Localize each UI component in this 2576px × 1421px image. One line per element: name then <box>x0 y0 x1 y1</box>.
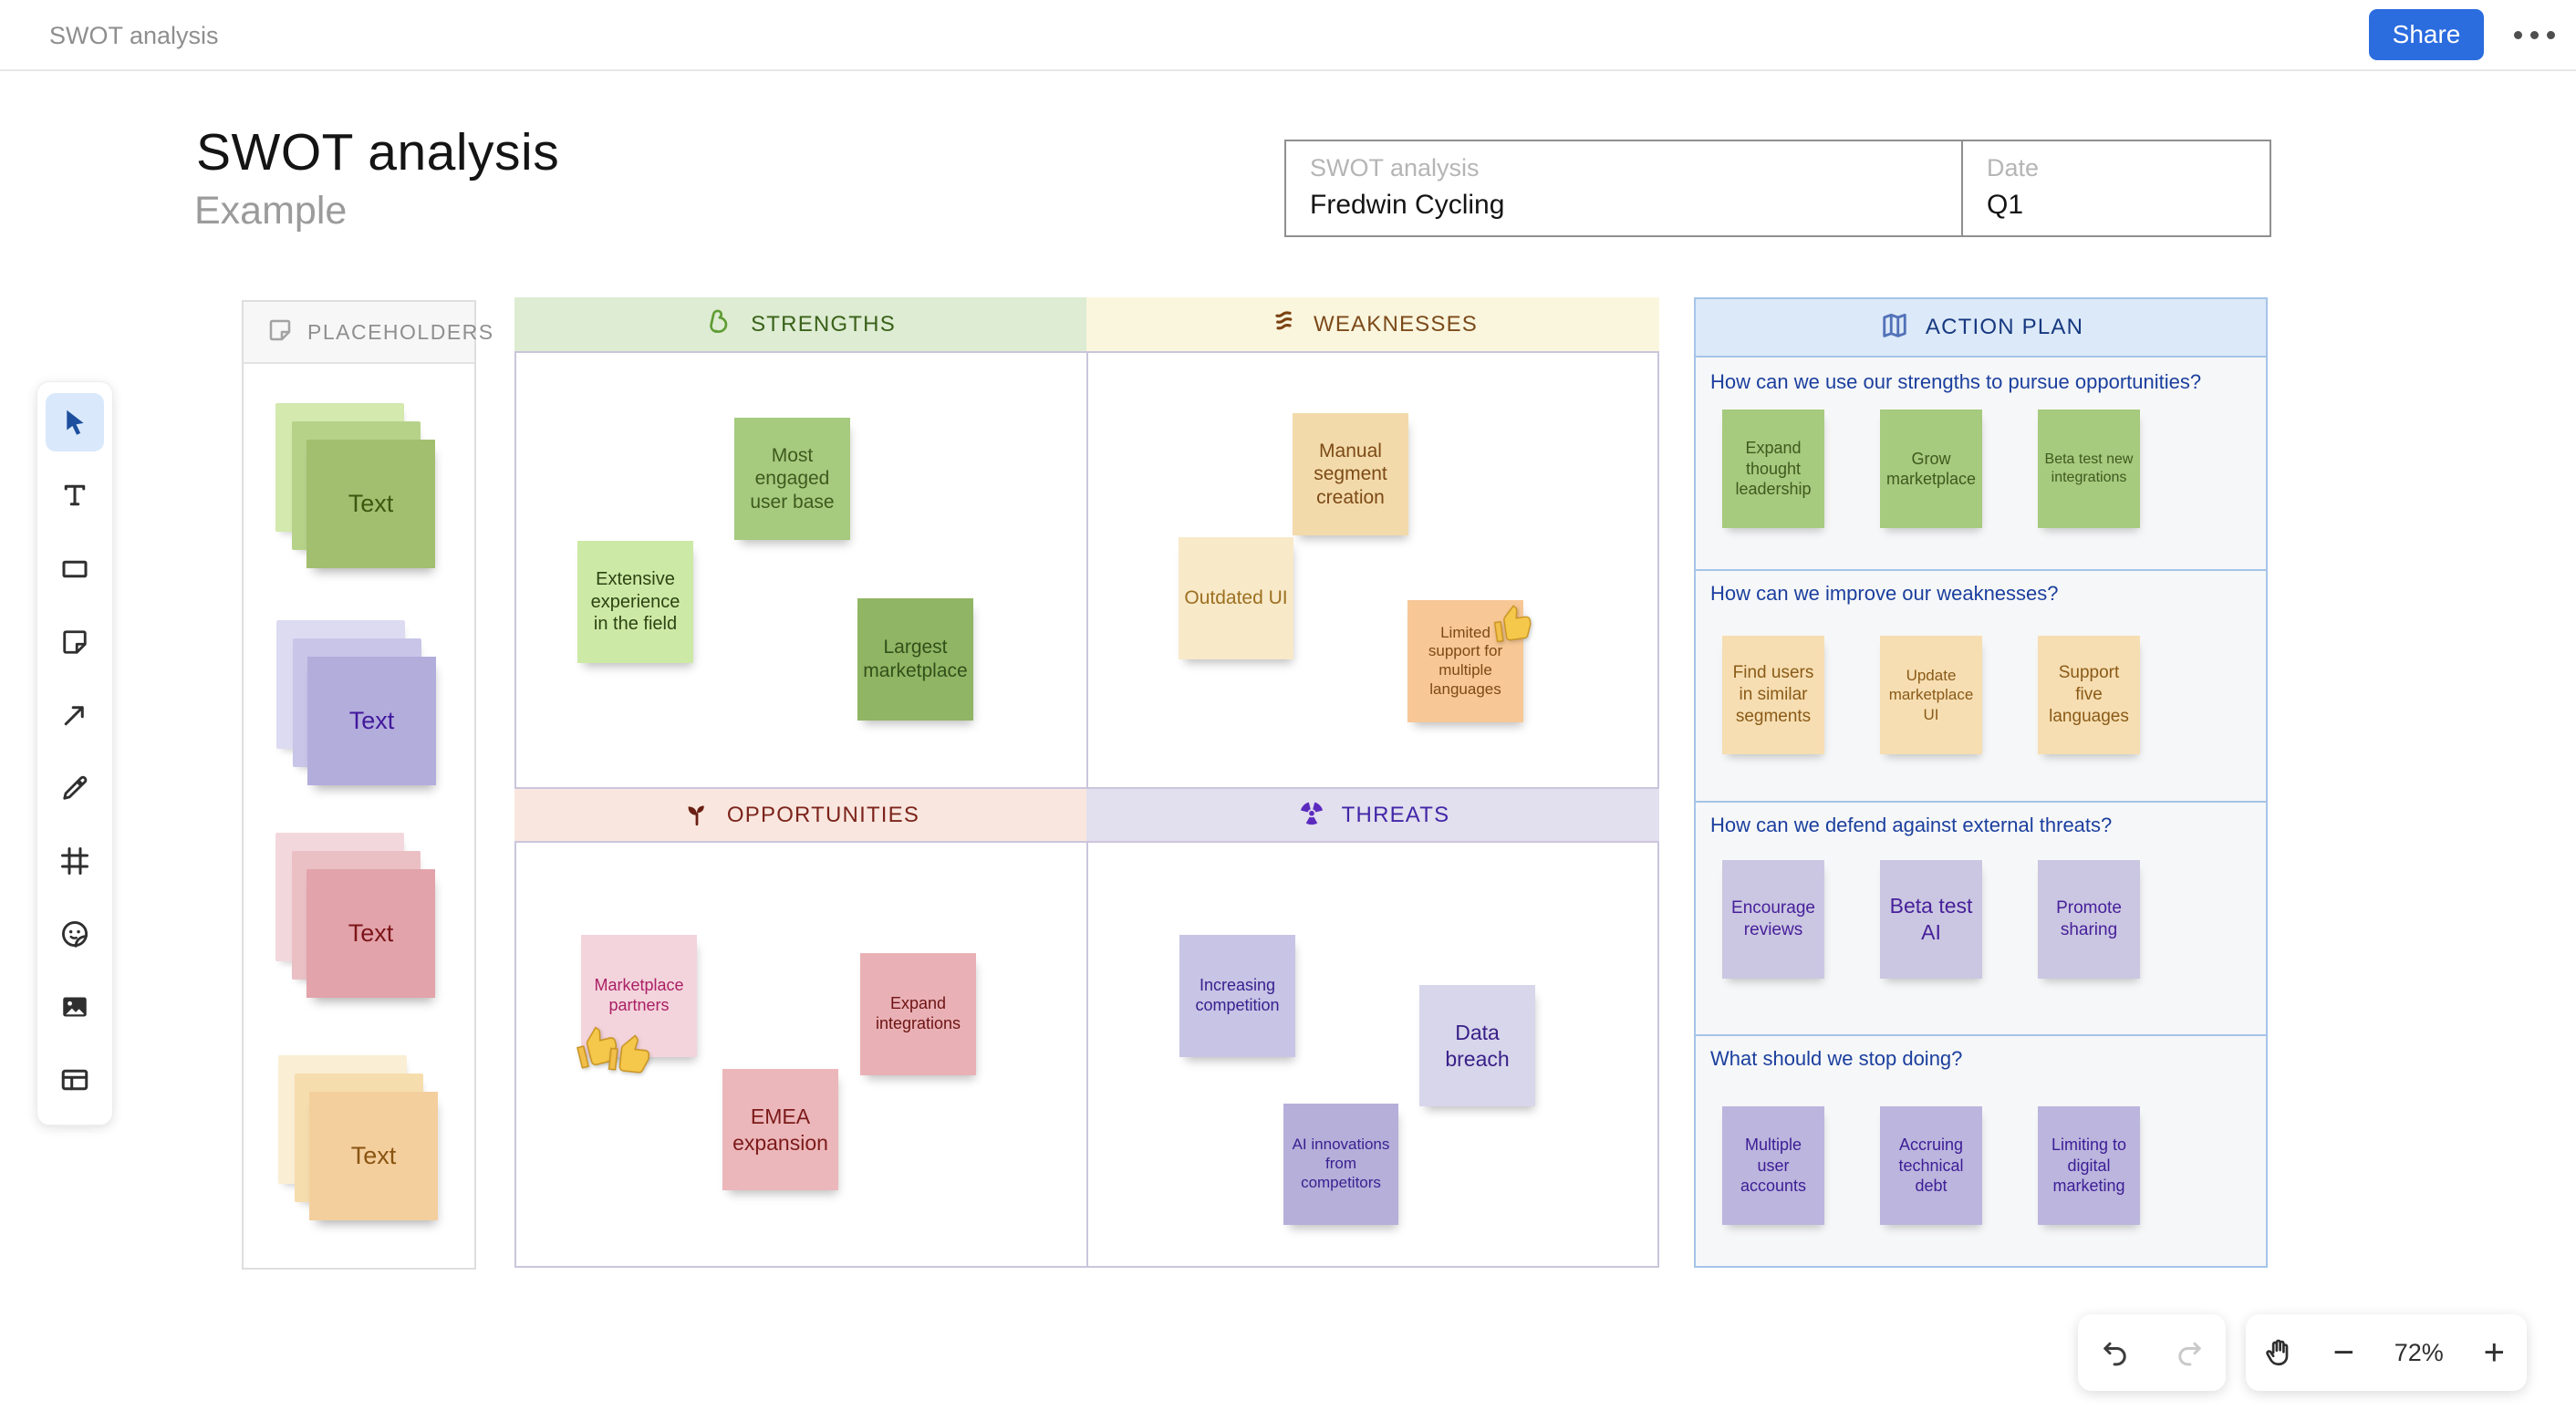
sticky-note[interactable]: Increasing competition <box>1179 935 1295 1057</box>
tool-palette <box>36 381 113 1125</box>
placeholders-title: PLACEHOLDERS <box>307 319 494 344</box>
sticky-note[interactable]: Grow marketplace <box>1880 410 1982 528</box>
radiation-icon <box>1296 797 1327 833</box>
sticky-note[interactable]: Find users in similar segments <box>1722 636 1824 754</box>
sticky-note[interactable]: Promote sharing <box>2038 860 2140 979</box>
meta-field-name[interactable]: SWOT analysis Fredwin Cycling <box>1286 141 1961 235</box>
map-icon <box>1878 309 1911 347</box>
tool-pencil[interactable] <box>46 759 104 817</box>
sticky-note[interactable]: Expand thought leadership <box>1722 410 1824 528</box>
page-title: SWOT analysis <box>196 123 560 182</box>
section-divider <box>1696 801 2266 803</box>
ellipsis-icon <box>2513 30 2522 39</box>
tool-rectangle[interactable] <box>46 540 104 598</box>
quadrant-header-strengths: STRENGTHS <box>514 297 1086 353</box>
quadrant-header-weaknesses: WEAKNESSES <box>1086 297 1659 353</box>
sticky-note[interactable]: Expand integrations <box>860 953 976 1075</box>
meta-field-value[interactable]: Q1 <box>1987 190 2024 220</box>
thumbs-up-icon <box>1488 599 1537 648</box>
quadrant-label: WEAKNESSES <box>1313 311 1479 337</box>
grid-divider <box>1086 297 1088 1268</box>
action-plan-section: How can we use our strengths to pursue o… <box>1696 358 2266 569</box>
sticky-note[interactable]: Support five languages <box>2038 636 2140 754</box>
sticky-note[interactable]: Beta test AI <box>1880 860 1982 979</box>
tool-frame[interactable] <box>46 832 104 890</box>
muscle-icon <box>705 306 736 342</box>
thumbs-up-icon <box>603 1028 655 1080</box>
zoom-out-button[interactable]: − <box>2320 1329 2367 1376</box>
section-divider <box>1696 1034 2266 1036</box>
sticky-note[interactable]: Accruing technical debt <box>1880 1106 1982 1225</box>
sticky-note[interactable]: Extensive experience in the field <box>577 541 693 663</box>
action-plan-section: What should we stop doing? Multiple user … <box>1696 1034 2266 1270</box>
sticky-note[interactable]: Encourage reviews <box>1722 860 1824 979</box>
sticky-note[interactable]: Manual segment creation <box>1293 413 1408 535</box>
tool-arrow[interactable] <box>46 686 104 744</box>
action-plan-header: ACTION PLAN <box>1696 299 2266 358</box>
meta-table: SWOT analysis Fredwin Cycling Date Q1 <box>1284 140 2271 237</box>
redo-button[interactable] <box>2166 1329 2213 1376</box>
meta-field-label: Date <box>1987 154 2040 182</box>
meta-field-value[interactable]: Fredwin Cycling <box>1310 190 1505 220</box>
ellipsis-icon <box>2529 30 2539 39</box>
more-menu-button[interactable] <box>2508 20 2560 49</box>
action-plan-question: How can we improve our weaknesses? <box>1710 582 2059 605</box>
tool-cursor[interactable] <box>46 393 104 451</box>
history-controls <box>2078 1314 2226 1391</box>
sticky-note[interactable]: Limiting to digital marketing <box>2038 1106 2140 1225</box>
quadrant-header-threats: THREATS <box>1086 787 1659 843</box>
tool-text[interactable] <box>46 466 104 524</box>
placeholders-header: PLACEHOLDERS <box>244 302 493 364</box>
minus-icon: − <box>2332 1333 2354 1373</box>
sticky-note-outline-icon <box>265 316 295 349</box>
sticky-note[interactable]: Outdated UI <box>1179 537 1293 659</box>
quadrant-label: OPPORTUNITIES <box>726 802 920 827</box>
squiggle-icon <box>1268 306 1299 342</box>
action-plan-panel: ACTION PLAN How can we use our strengths… <box>1694 297 2268 1268</box>
sticky-note[interactable]: Beta test new integrations <box>2038 410 2140 528</box>
ellipsis-icon <box>2546 30 2555 39</box>
action-plan-title: ACTION PLAN <box>1925 315 2084 339</box>
sticky-note[interactable]: AI innovations from competitors <box>1283 1104 1398 1225</box>
sticky-note[interactable]: EMEA expansion <box>722 1069 838 1190</box>
meta-field-date[interactable]: Date Q1 <box>1961 141 2270 235</box>
sprout-icon <box>681 797 712 833</box>
tool-layout[interactable] <box>46 1051 104 1109</box>
placeholder-stack[interactable]: Text <box>306 440 435 568</box>
tool-sticky-note[interactable] <box>46 613 104 671</box>
top-bar: SWOT analysis Share <box>0 0 2576 71</box>
action-plan-question: How can we defend against external threa… <box>1710 814 2113 836</box>
share-button[interactable]: Share <box>2369 9 2484 60</box>
zoom-controls: − 72% + <box>2246 1314 2527 1391</box>
document-name[interactable]: SWOT analysis <box>49 22 219 49</box>
placeholder-stack[interactable]: Text <box>309 1092 438 1220</box>
action-plan-question: What should we stop doing? <box>1710 1047 1963 1070</box>
tool-image[interactable] <box>46 978 104 1036</box>
plus-icon: + <box>2483 1333 2505 1373</box>
section-divider <box>1696 569 2266 571</box>
quadrant-label: STRENGTHS <box>751 311 896 337</box>
undo-button[interactable] <box>2092 1329 2139 1376</box>
sticky-note[interactable]: Data breach <box>1419 985 1535 1106</box>
action-plan-section: How can we improve our weaknesses? Find u… <box>1696 569 2266 801</box>
placeholder-stack[interactable]: Text <box>306 869 435 998</box>
action-plan-section: How can we defend against external threa… <box>1696 801 2266 1034</box>
hand-tool-button[interactable] <box>2255 1329 2302 1376</box>
placeholder-stack[interactable]: Text <box>307 657 436 785</box>
sticky-note[interactable]: Largest marketplace <box>857 598 973 721</box>
quadrant-label: THREATS <box>1341 802 1450 827</box>
tool-sticker[interactable] <box>46 905 104 963</box>
action-plan-question: How can we use our strengths to pursue o… <box>1710 370 2202 393</box>
zoom-in-button[interactable]: + <box>2470 1329 2518 1376</box>
quadrant-header-opportunities: OPPORTUNITIES <box>514 787 1086 843</box>
sticky-note[interactable]: Multiple user accounts <box>1722 1106 1824 1225</box>
sticky-note[interactable]: Most engaged user base <box>734 418 850 540</box>
sticky-note[interactable]: Update marketplace UI <box>1880 636 1982 754</box>
zoom-level[interactable]: 72% <box>2394 1338 2444 1366</box>
meta-field-label: SWOT analysis <box>1310 154 1480 182</box>
page-subtitle: Example <box>194 189 348 233</box>
